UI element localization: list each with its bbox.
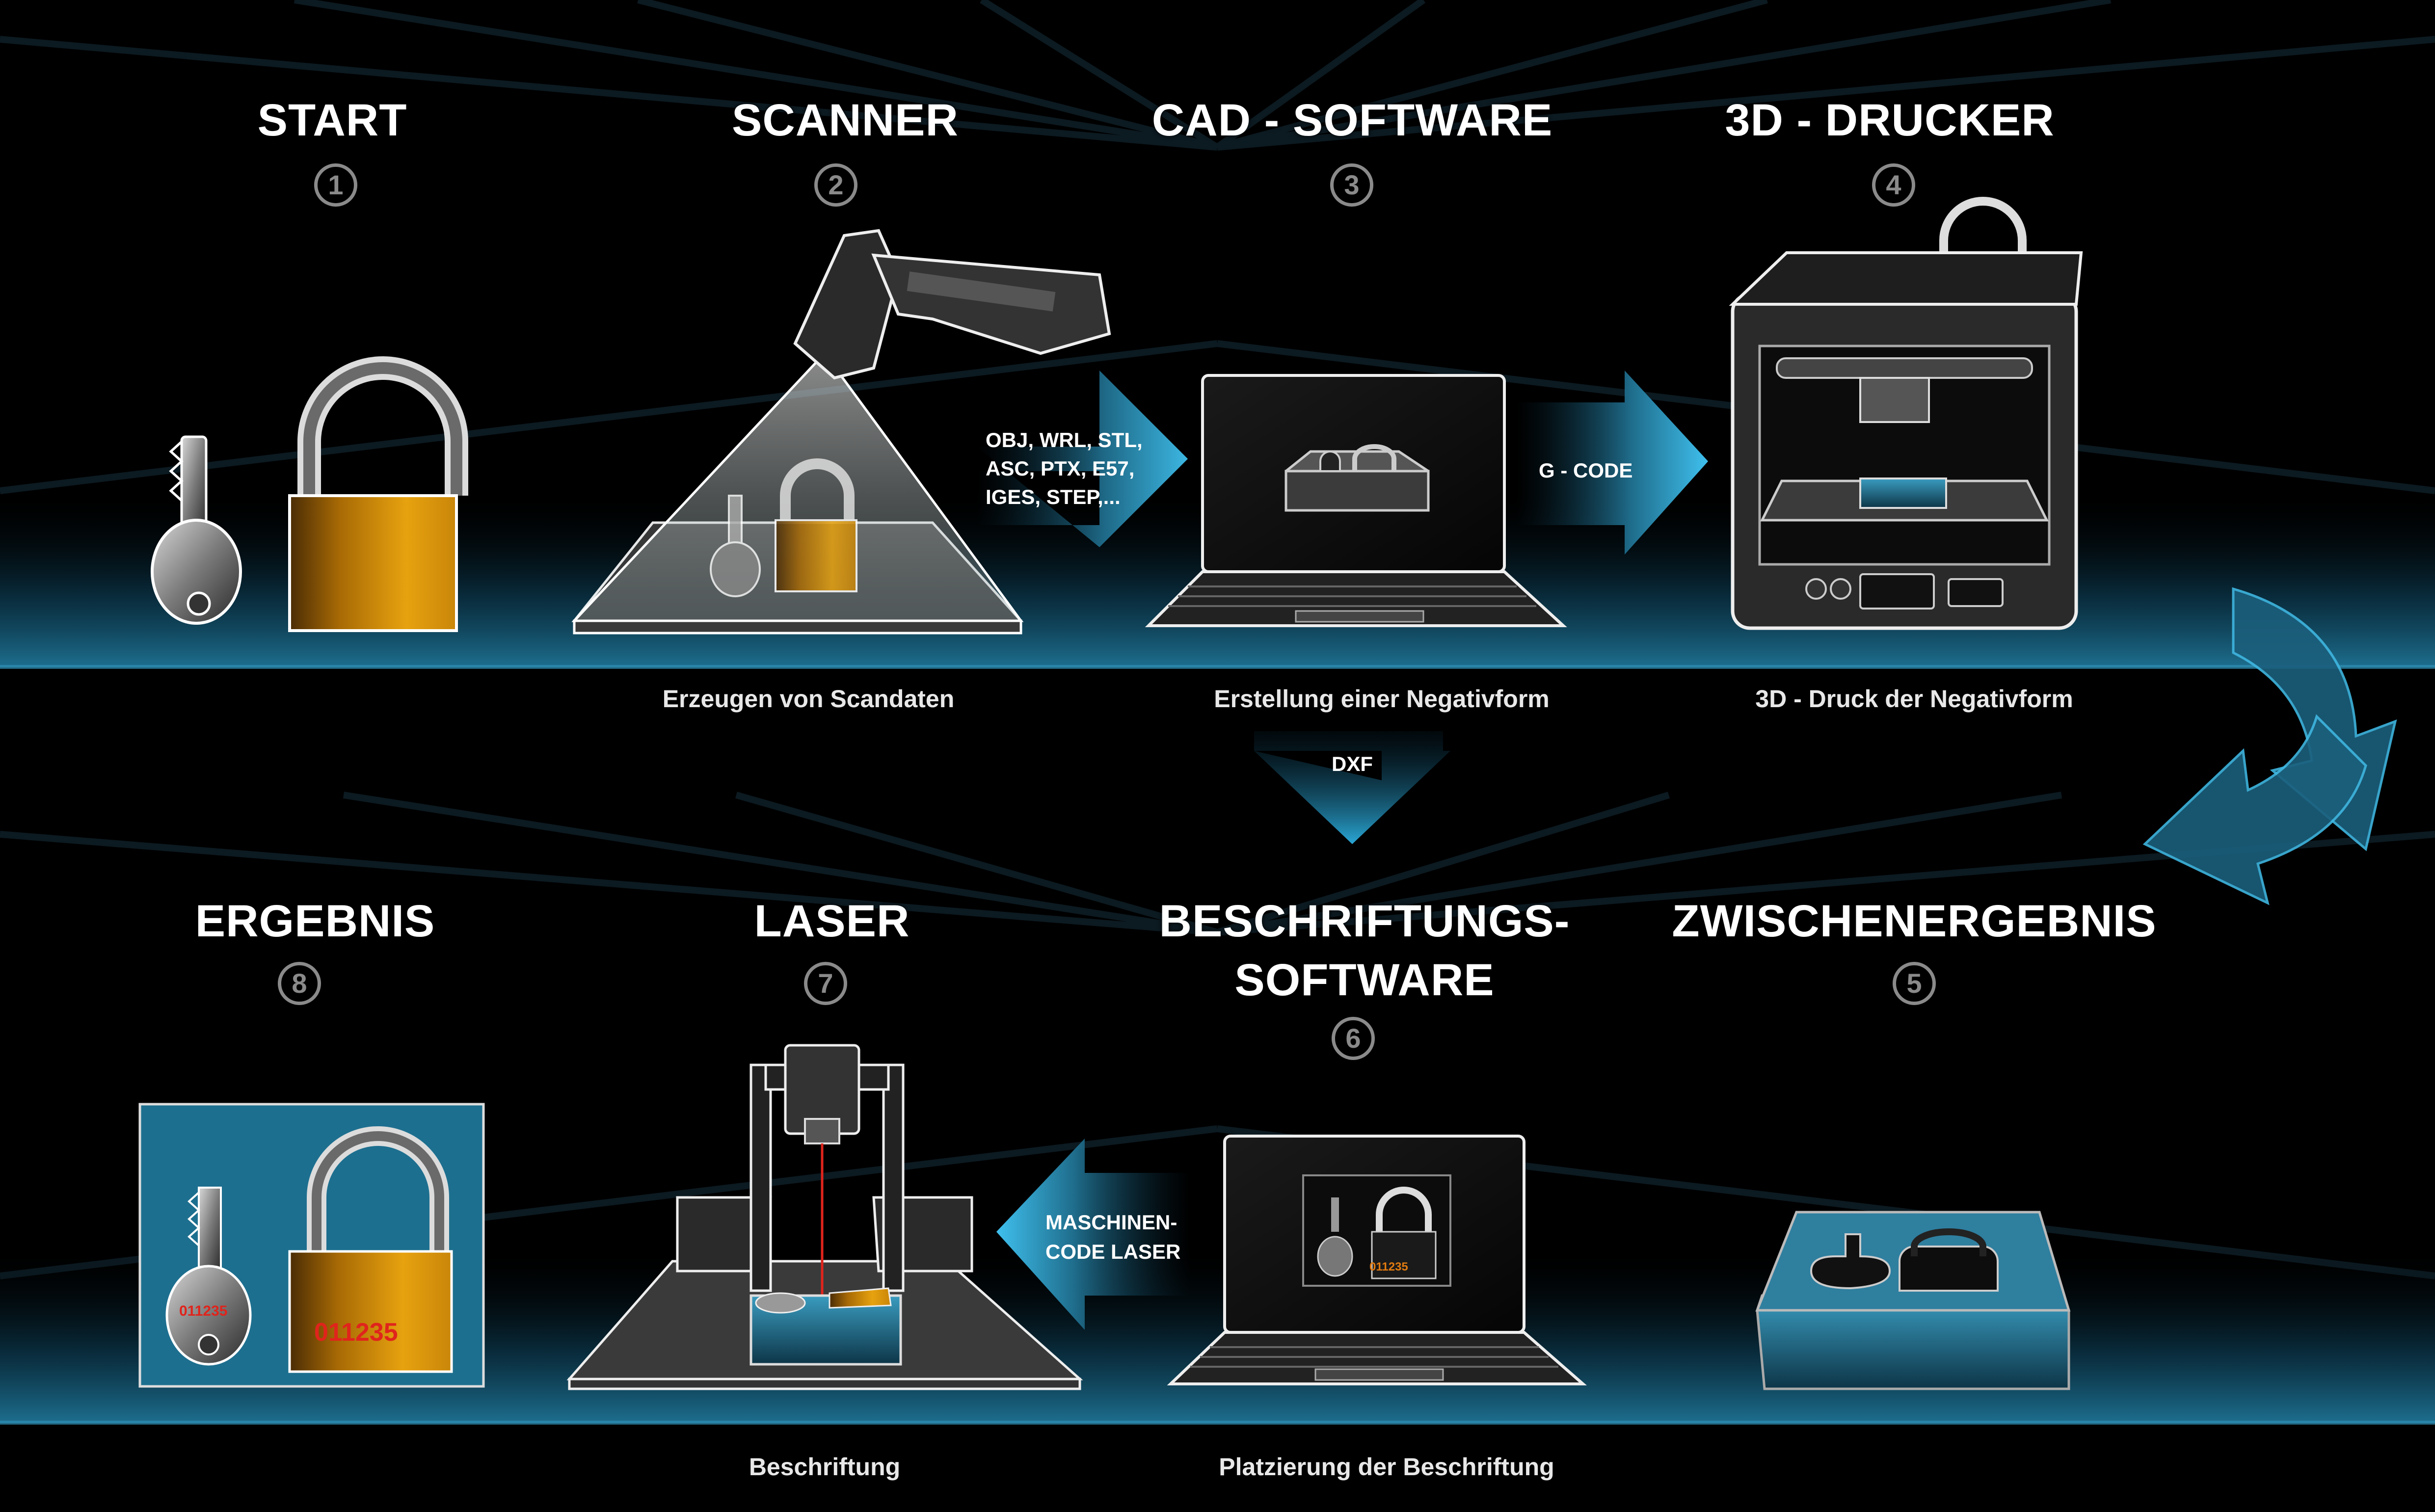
- step-title-laser: LASER: [754, 896, 910, 946]
- step-number-6: 6: [1332, 1017, 1375, 1060]
- engraved-padlock-icon: [288, 1126, 453, 1373]
- screen-key-icon: [1317, 1197, 1353, 1277]
- arrow-curved-to-zwischenergebnis: [2142, 714, 2367, 905]
- step-title-zwischenergebnis: ZWISCHENERGEBNIS: [1672, 896, 2157, 946]
- step-caption-laser: Beschriftung: [749, 1453, 901, 1481]
- screen-padlock-icon: [1371, 1187, 1437, 1279]
- arrow-label-scan-formats-3: IGES, STEP,...: [986, 485, 1121, 508]
- step-title-beschriftungs-line1: BESCHRIFTUNGS-: [1159, 896, 1570, 946]
- step-caption-3d-drucker: 3D - Druck der Negativform: [1755, 685, 2073, 713]
- result-illustration: [138, 1103, 485, 1388]
- arrow-cad-to-printer-left: [1517, 371, 1708, 555]
- arrow-label-gcode: G - CODE: [1539, 459, 1633, 482]
- handheld-scanner-icon: [793, 229, 1111, 380]
- arrow-label-machine-code-2: CODE LASER: [1045, 1240, 1181, 1263]
- divider-top: [0, 665, 2435, 669]
- 3d-printer-illustration: [1729, 197, 2083, 630]
- scan-base-plate: [573, 619, 1022, 635]
- arrow-label-machine-code-1: MASCHINEN-: [1045, 1211, 1177, 1234]
- step-number-5: 5: [1893, 962, 1936, 1005]
- key-icon: [151, 435, 242, 625]
- laptop-keyboard: [1145, 570, 1567, 627]
- printed-mold-piece: [1859, 477, 1947, 509]
- step-title-ergebnis: ERGEBNIS: [195, 896, 435, 946]
- arrow-label-scan-formats-2: ASC, PTX, E57,: [986, 457, 1135, 480]
- screen-serial-text: 011235: [1369, 1260, 1408, 1273]
- laptop-keyboard: [1167, 1331, 1587, 1385]
- padlock-icon: [288, 356, 468, 632]
- scanned-key-icon: [710, 495, 761, 597]
- intermediate-mold-illustration: [1755, 1211, 2071, 1390]
- step-title-cad-software: CAD - SOFTWARE: [1151, 95, 1553, 145]
- start-key-padlock-illustration: [151, 356, 468, 632]
- arrow-cad-down-dxf: [1254, 731, 1450, 844]
- step-title-3d-drucker: 3D - DRUCKER: [1725, 95, 2055, 145]
- step-number-2: 2: [814, 163, 857, 207]
- padlock-serial-text: 011235: [314, 1318, 398, 1347]
- cad-laptop-illustration: [1145, 374, 1567, 627]
- laser-engraver-illustration: [566, 1044, 1083, 1390]
- printer-nozzle: [1859, 377, 1930, 423]
- laser-gantry-right: [882, 1063, 905, 1292]
- key-serial-text: 011235: [179, 1303, 228, 1319]
- negative-mold-model-icon: [1284, 444, 1430, 512]
- step-number-1: 1: [314, 163, 357, 207]
- step-number-3: 3: [1330, 163, 1373, 207]
- arrow-label-scan-formats-1: OBJ, WRL, STL,: [986, 428, 1143, 451]
- engraved-key-icon: [165, 1187, 252, 1366]
- step-number-7: 7: [804, 962, 847, 1005]
- laser-gantry-left: [749, 1063, 772, 1292]
- step-title-scanner: SCANNER: [732, 95, 959, 145]
- divider-bottom: [0, 1421, 2435, 1425]
- step-number-4: 4: [1872, 163, 1915, 207]
- arrow-label-dxf: DXF: [1332, 752, 1373, 775]
- step-title-beschriftungs-line2: SOFTWARE: [1234, 955, 1495, 1005]
- scanned-padlock-icon: [775, 458, 857, 592]
- arrow-scan-to-cad: [977, 371, 1188, 547]
- scan-light-cone: [571, 351, 1023, 622]
- step-caption-cad-software: Erstellung einer Negativform: [1214, 685, 1550, 713]
- labeling-laptop-illustration: [1167, 1135, 1587, 1385]
- scanner-illustration: [571, 229, 1111, 635]
- step-caption-scanner: Erzeugen von Scandaten: [662, 685, 955, 713]
- step-title-start: START: [257, 95, 407, 145]
- step-number-8: 8: [278, 962, 321, 1005]
- step-caption-beschriftungssoftware: Platzierung der Beschriftung: [1219, 1453, 1554, 1481]
- arrow-laptop-to-laser: [996, 1139, 1190, 1330]
